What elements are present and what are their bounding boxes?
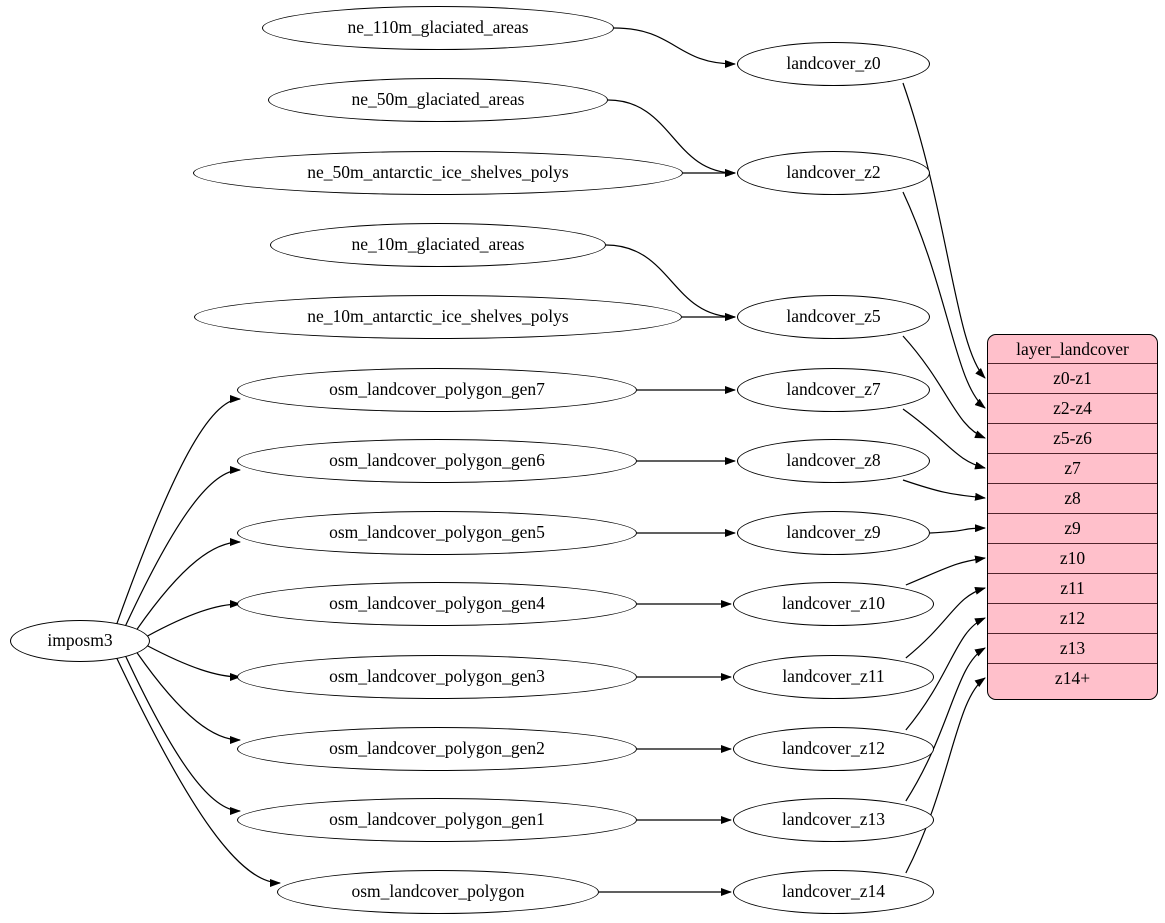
- node-landcover_z5[interactable]: landcover_z5: [737, 295, 930, 339]
- node-label: landcover_z10: [781, 593, 885, 614]
- edge: [607, 99, 736, 177]
- node-landcover_z0[interactable]: landcover_z0: [737, 42, 930, 86]
- node-osm_landcover_polygon_gen2[interactable]: osm_landcover_polygon_gen2: [237, 727, 637, 771]
- record-header: layer_landcover: [1016, 338, 1129, 359]
- edge: [929, 524, 986, 534]
- node-osm_landcover_polygon_gen6[interactable]: osm_landcover_polygon_gen6: [237, 439, 637, 483]
- record-row-z9[interactable]: z9: [988, 513, 1157, 543]
- node-ne_10m_glaciated_areas[interactable]: ne_10m_glaciated_areas: [270, 223, 606, 267]
- record-row-z2-z4[interactable]: z2-z4: [988, 393, 1157, 423]
- edge: [116, 395, 241, 624]
- node-osm_landcover_polygon_gen4[interactable]: osm_landcover_polygon_gen4: [237, 582, 637, 626]
- record-row-z5-z6[interactable]: z5-z6: [988, 423, 1157, 453]
- node-label: ne_10m_glaciated_areas: [351, 234, 525, 255]
- edge: [905, 555, 986, 586]
- node-label: ne_10m_antarctic_ice_shelves_polys: [307, 306, 569, 327]
- node-label: ne_110m_glaciated_areas: [347, 17, 529, 38]
- node-landcover_z2[interactable]: landcover_z2: [737, 151, 930, 195]
- node-label: landcover_z2: [786, 162, 881, 183]
- node-label: landcover_z9: [786, 522, 881, 543]
- node-label: imposm3: [47, 630, 113, 651]
- edge: [125, 656, 241, 815]
- record-row-z11[interactable]: z11: [988, 573, 1157, 603]
- record-row-z0-z1[interactable]: z0-z1: [988, 363, 1157, 393]
- edge: [902, 335, 986, 439]
- node-ne_50m_antarctic_ice_shelves_polys[interactable]: ne_50m_antarctic_ice_shelves_polys: [193, 151, 683, 195]
- node-ne_110m_glaciated_areas[interactable]: ne_110m_glaciated_areas: [262, 6, 614, 50]
- node-landcover_z10[interactable]: landcover_z10: [733, 582, 934, 626]
- node-landcover_z13[interactable]: landcover_z13: [733, 798, 934, 842]
- node-osm_landcover_polygon_gen1[interactable]: osm_landcover_polygon_gen1: [237, 798, 637, 842]
- node-label: ne_50m_glaciated_areas: [351, 89, 525, 110]
- node-label: landcover_z0: [786, 53, 881, 74]
- node-osm_landcover_polygon_gen5[interactable]: osm_landcover_polygon_gen5: [237, 511, 637, 555]
- node-label: landcover_z5: [786, 306, 881, 327]
- record-row-z13[interactable]: z13: [988, 633, 1157, 663]
- edge: [902, 479, 986, 501]
- node-landcover_z7[interactable]: landcover_z7: [737, 368, 930, 412]
- node-osm_landcover_polygon[interactable]: osm_landcover_polygon: [277, 870, 599, 914]
- edge: [902, 408, 986, 470]
- edge: [905, 677, 986, 874]
- edge: [902, 191, 986, 409]
- edge: [905, 587, 986, 659]
- node-label: osm_landcover_polygon_gen1: [329, 809, 545, 830]
- node-label: osm_landcover_polygon_gen2: [329, 738, 545, 759]
- node-label: osm_landcover_polygon_gen6: [329, 450, 545, 471]
- node-landcover_z9[interactable]: landcover_z9: [737, 511, 930, 555]
- node-landcover_z8[interactable]: landcover_z8: [737, 439, 930, 483]
- node-label: landcover_z8: [786, 450, 881, 471]
- node-label: landcover_z13: [781, 809, 885, 830]
- node-osm_landcover_polygon_gen3[interactable]: osm_landcover_polygon_gen3: [237, 655, 637, 699]
- node-label: osm_landcover_polygon_gen3: [329, 666, 545, 687]
- node-landcover_z11[interactable]: landcover_z11: [733, 655, 934, 699]
- node-label: osm_landcover_polygon_gen7: [329, 379, 545, 400]
- node-label: osm_landcover_polygon_gen5: [329, 522, 545, 543]
- edge: [136, 538, 241, 630]
- edge: [905, 647, 986, 802]
- node-ne_50m_glaciated_areas[interactable]: ne_50m_glaciated_areas: [268, 78, 608, 122]
- edge: [125, 466, 241, 626]
- edge: [116, 658, 281, 887]
- node-label: osm_landcover_polygon_gen4: [329, 593, 545, 614]
- edge: [905, 617, 986, 731]
- node-label: ne_50m_antarctic_ice_shelves_polys: [307, 162, 569, 183]
- edge: [613, 27, 736, 68]
- node-landcover_z14[interactable]: landcover_z14: [733, 870, 934, 914]
- node-label: landcover_z12: [781, 738, 885, 759]
- node-landcover_z12[interactable]: landcover_z12: [733, 727, 934, 771]
- record-row-z12[interactable]: z12: [988, 603, 1157, 633]
- node-label: osm_landcover_polygon: [351, 881, 525, 902]
- node-label: landcover_z7: [786, 379, 881, 400]
- record-row-z14+[interactable]: z14+: [988, 663, 1157, 693]
- edge: [146, 600, 241, 637]
- record-row-z7[interactable]: z7: [988, 453, 1157, 483]
- edge: [902, 82, 986, 379]
- node-ne_10m_antarctic_ice_shelves_polys[interactable]: ne_10m_antarctic_ice_shelves_polys: [194, 295, 682, 339]
- edge: [146, 644, 241, 681]
- node-label: landcover_z14: [781, 881, 885, 902]
- node-imposm3[interactable]: imposm3: [10, 620, 150, 662]
- node-osm_landcover_polygon_gen7[interactable]: osm_landcover_polygon_gen7: [237, 368, 637, 412]
- node-label: landcover_z11: [782, 666, 885, 687]
- record-row-z8[interactable]: z8: [988, 483, 1157, 513]
- edge: [605, 244, 736, 321]
- record-row-z10[interactable]: z10: [988, 543, 1157, 573]
- edge: [136, 652, 241, 744]
